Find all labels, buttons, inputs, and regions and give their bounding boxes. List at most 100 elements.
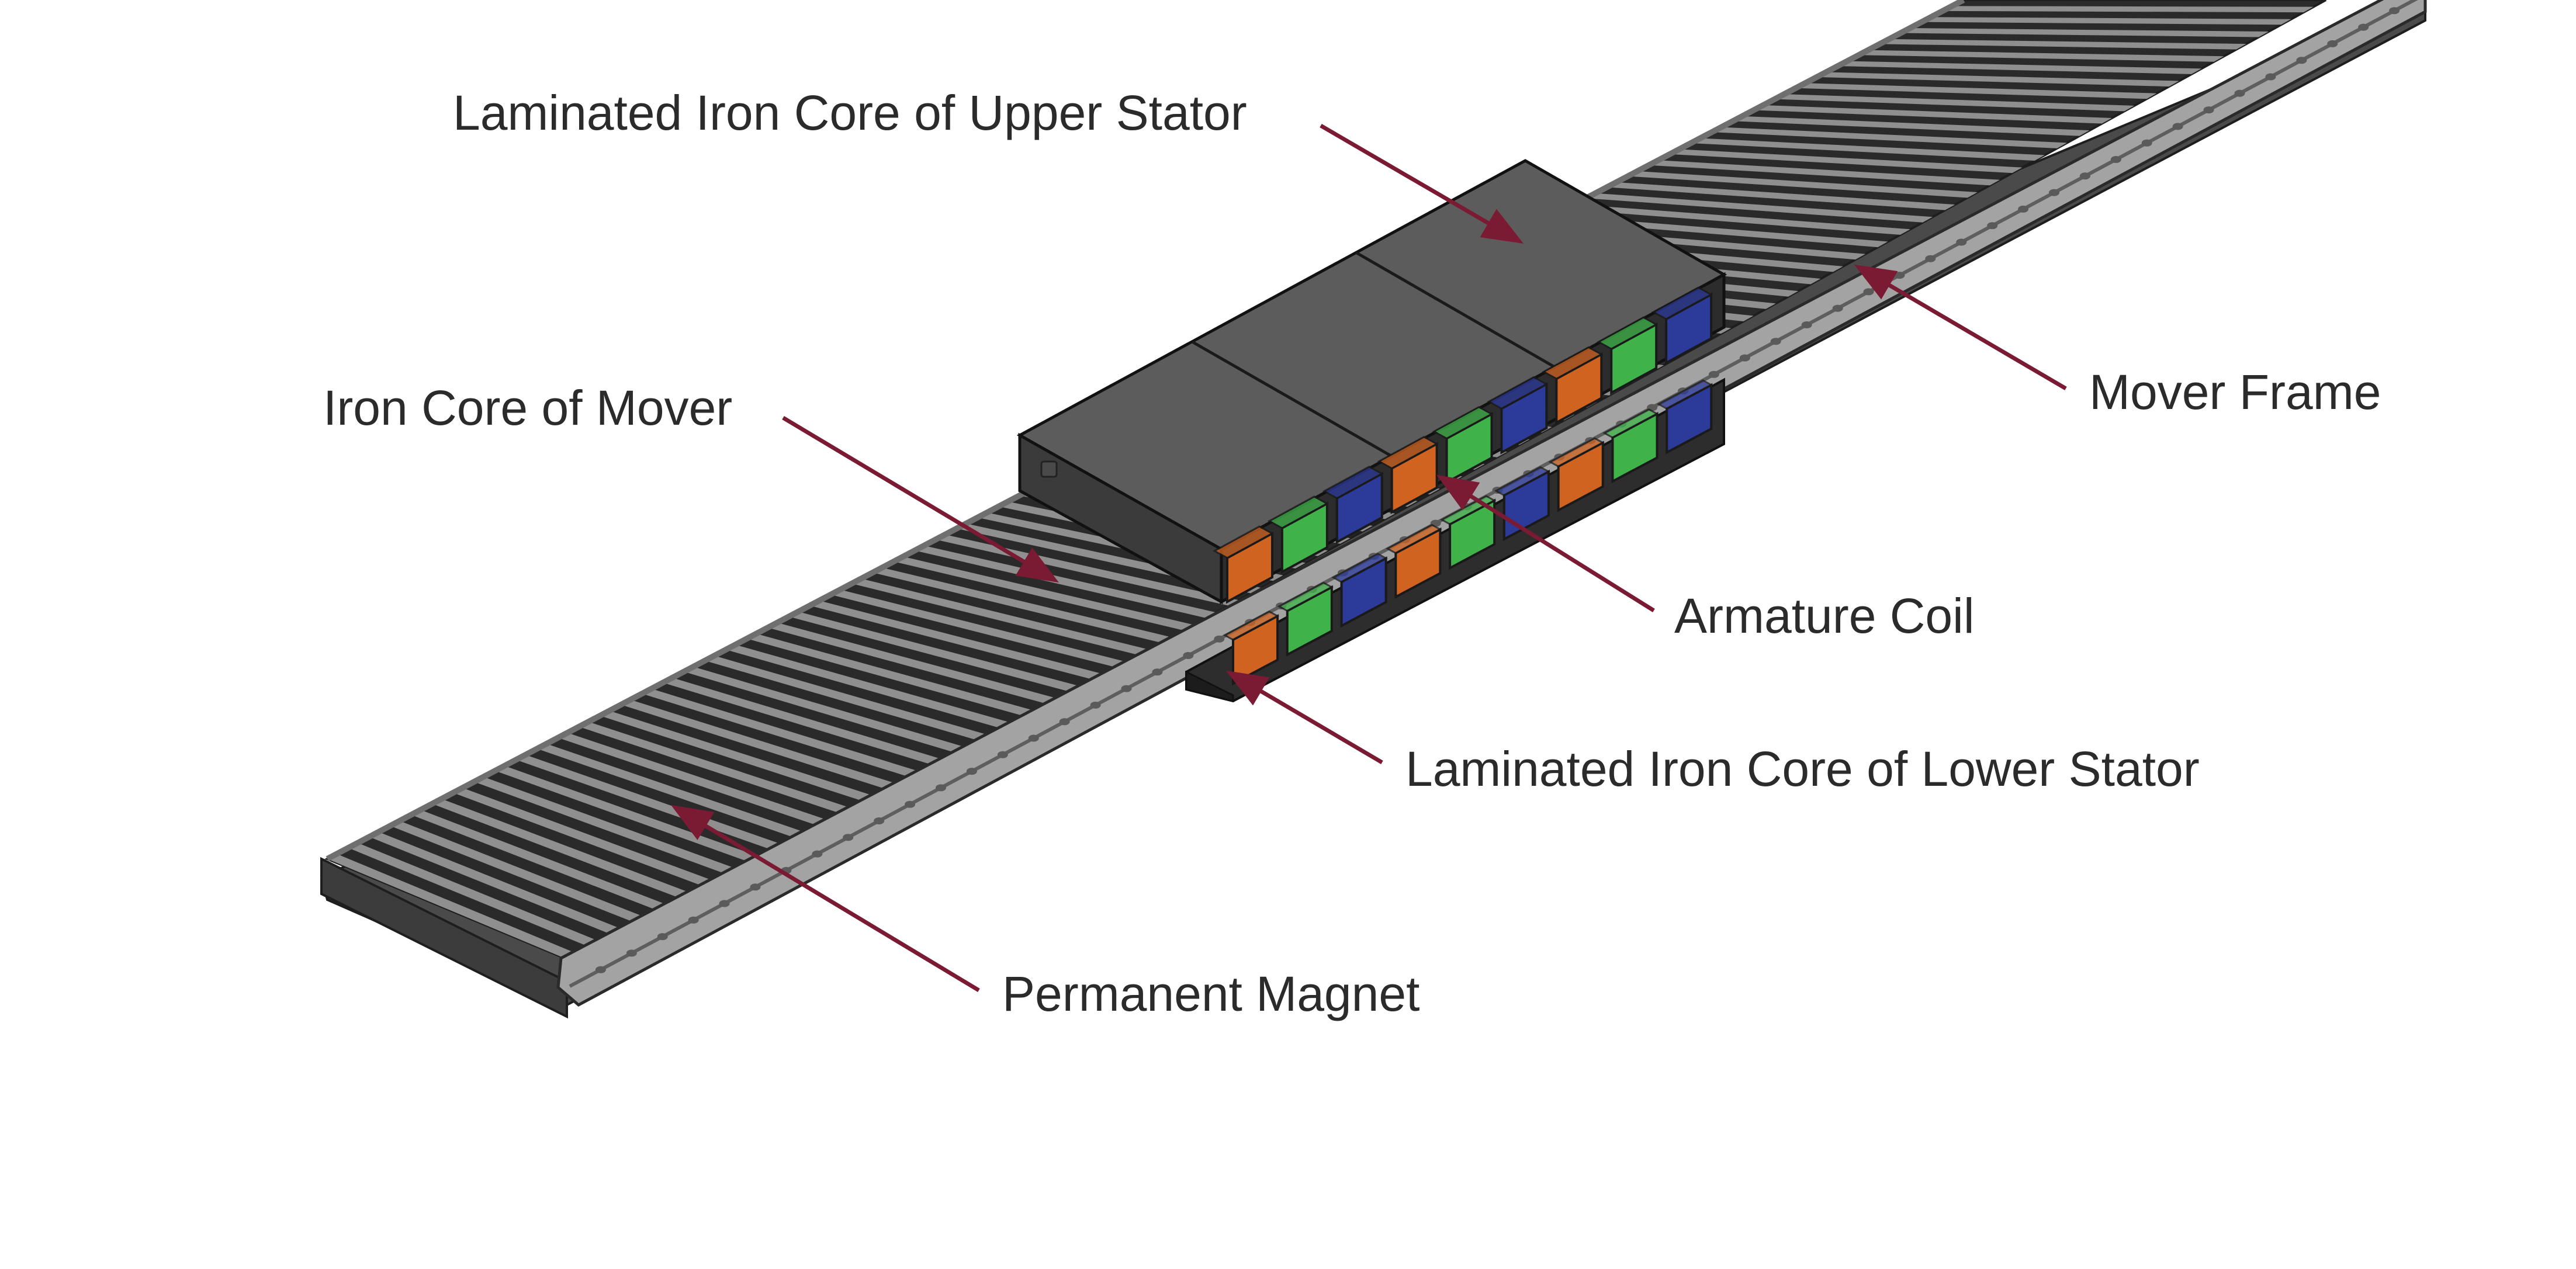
magnet-stripe <box>1754 105 2112 124</box>
rail-bolt <box>1956 238 1967 246</box>
magnet-stripe <box>536 744 813 841</box>
magnet-stripe <box>1774 94 2135 112</box>
armature-coil-top <box>1651 286 1713 320</box>
magnet-stripe <box>830 590 1127 668</box>
label-upper-stator: Laminated Iron Core of Upper Stator <box>453 85 1247 140</box>
rail-bolt <box>1090 701 1101 709</box>
rail-bolt <box>1987 222 1998 230</box>
magnet-stripe <box>348 842 611 952</box>
rail-bolt <box>688 916 699 924</box>
magnet-stripe <box>495 765 768 865</box>
armature-coil-top <box>1223 611 1280 641</box>
magnet-stripe <box>1816 72 2179 87</box>
magnet-stripe <box>579 722 858 816</box>
label-lower-stator: Laminated Iron Core of Lower Stator <box>1405 741 2200 796</box>
magnet-stripe <box>1606 182 1955 210</box>
magnet-stripe <box>809 601 1104 680</box>
rail-bolt <box>657 933 668 941</box>
magnet-stripe <box>642 688 925 779</box>
rail-bolt <box>1121 685 1132 692</box>
upper-stator <box>1016 159 1727 605</box>
rail-bolt <box>1832 304 1843 312</box>
armature-coil-top <box>1657 379 1713 410</box>
label-armature-coil: Armature Coil <box>1674 588 1974 643</box>
rail-bolt <box>2018 205 2029 213</box>
rail-bolt <box>905 800 916 808</box>
rail-bolt <box>1894 272 1905 279</box>
magnet-stripe <box>1858 50 2224 62</box>
magnet-stripe <box>1943 6 2314 13</box>
lower-armature-coils <box>1223 379 1713 686</box>
stator-seam <box>1191 340 1392 457</box>
magnet-stripe <box>390 820 656 927</box>
arrow-permanent-magnet <box>671 805 980 992</box>
magnet-stripe <box>851 578 1149 656</box>
rail-bolt <box>2079 172 2090 180</box>
rail-bolt <box>1059 718 1070 726</box>
rail-bolt <box>1708 370 1719 378</box>
track-end-cap <box>320 857 568 1019</box>
armature-coil-top <box>1377 435 1439 470</box>
rail-bolt <box>812 850 823 858</box>
rail-bolt <box>1739 354 1750 362</box>
rail-bolt <box>1770 338 1781 345</box>
armature-coil-top <box>1597 316 1659 350</box>
rail-bolt <box>2358 23 2369 31</box>
label-mover-core: Iron Core of Mover <box>323 380 732 435</box>
rail-bolt <box>1214 635 1225 643</box>
arrow-mover-frame <box>1854 264 2067 391</box>
rail-bolt <box>1028 734 1039 742</box>
magnet-stripe <box>915 545 1216 618</box>
magnet-stripe <box>621 699 902 791</box>
rail-bolt <box>2327 40 2338 47</box>
magnet-stripe <box>1733 116 2090 136</box>
magnet-stripe <box>663 677 947 767</box>
armature-coil-top <box>1548 437 1605 468</box>
armature-coil-top <box>1277 581 1334 612</box>
rail-bolt <box>719 900 730 907</box>
magnet-stripe <box>767 622 1060 705</box>
rail-bolt <box>1183 652 1194 659</box>
rail-bolt <box>626 949 637 957</box>
magnet-stripe <box>1585 193 1933 223</box>
magnet-stripe <box>705 656 992 742</box>
rail-bolt <box>2265 73 2276 81</box>
rail-bolt <box>2172 123 2183 130</box>
magnet-stripe <box>1921 17 2291 25</box>
magnet-stripe <box>600 710 880 803</box>
arrow-mover-core <box>782 415 1060 583</box>
magnet-stripe <box>684 667 970 754</box>
stator-seam <box>1355 251 1556 369</box>
rail-bolt <box>2049 189 2059 196</box>
magnet-stripe <box>746 633 1037 717</box>
rail-bolt <box>2110 156 2121 163</box>
rail-bolt <box>2203 106 2214 114</box>
rail-bolt <box>1152 668 1163 676</box>
armature-coil-top <box>1432 405 1494 440</box>
rail-bolt <box>874 817 885 824</box>
magnet-stripe <box>516 754 791 853</box>
rail-bolt <box>2389 7 2400 15</box>
magnet-stripe <box>894 556 1194 630</box>
armature-coil-top <box>1386 523 1442 554</box>
rail-bolt <box>1863 288 1874 296</box>
armature-coil-top <box>1331 553 1388 583</box>
rail-bolt <box>2296 57 2307 64</box>
magnet-stripe <box>558 733 835 828</box>
armature-coil-top <box>1494 466 1551 497</box>
arrow-lower-stator <box>1225 670 1383 765</box>
rail-bolt <box>1925 255 1936 262</box>
magnet-stripe <box>1712 127 2068 148</box>
rail-bolt <box>1801 321 1812 328</box>
magnet-stripe <box>327 854 589 964</box>
magnet-stripe <box>474 776 746 878</box>
label-permanent-magnet: Permanent Magnet <box>1002 966 1419 1021</box>
sensor-port-icon <box>1040 460 1058 478</box>
magnet-stripe <box>1628 171 1978 198</box>
rail-bolt <box>843 834 854 841</box>
magnet-stripe <box>1879 39 2246 50</box>
magnet-stripe <box>1691 138 2045 161</box>
rail-bolt <box>2234 89 2245 97</box>
armature-coil-top <box>1602 408 1659 439</box>
